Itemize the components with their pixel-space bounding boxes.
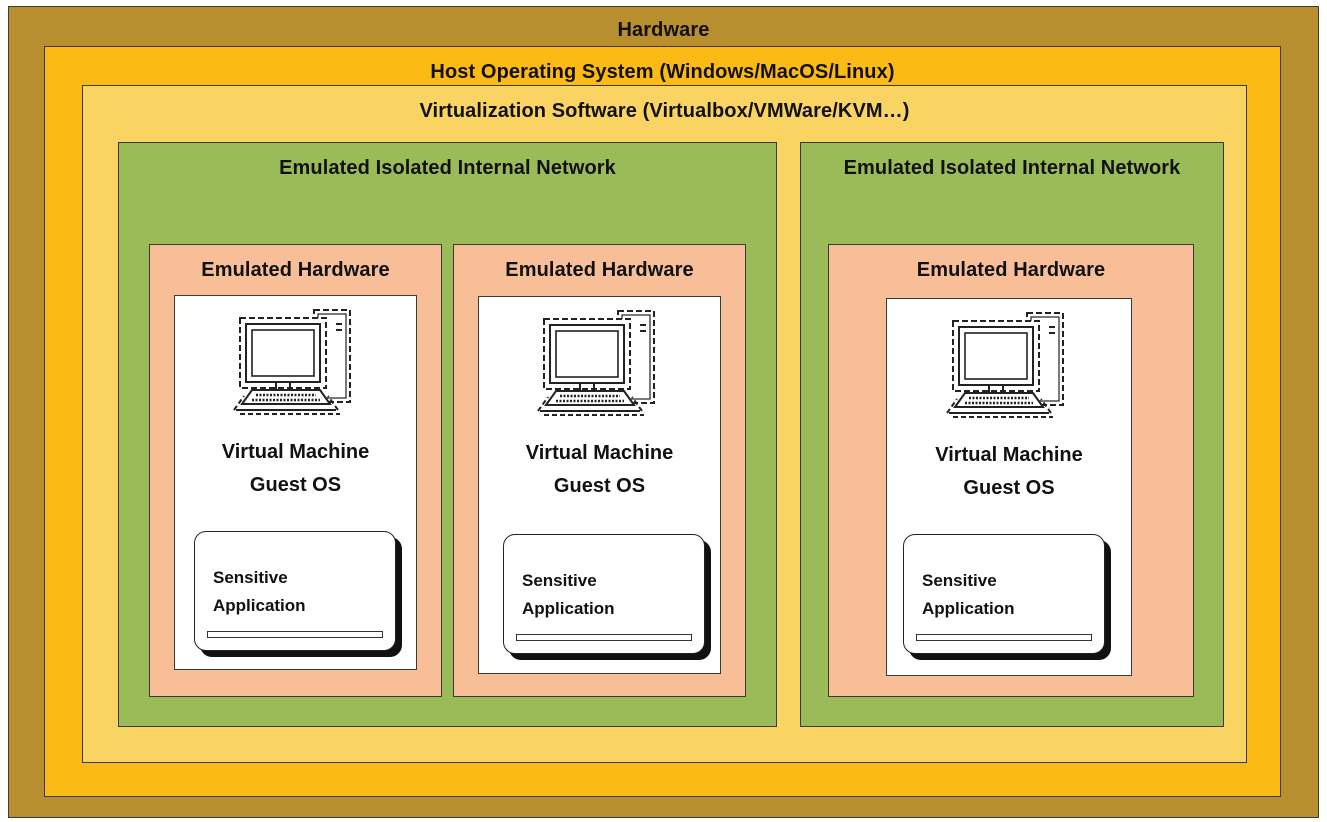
virtual-machine-2: Virtual Machine Guest OS Sensitive Appli… (478, 296, 721, 674)
emulated-hardware-label: Emulated Hardware (201, 259, 390, 281)
emulated-hardware-label: Emulated Hardware (505, 259, 694, 281)
app-label-line2: Application (922, 599, 1015, 618)
hardware-label: Hardware (617, 19, 710, 41)
virtualization-label: Virtualization Software (Virtualbox/VMWa… (419, 100, 910, 122)
computer-icon (232, 308, 351, 416)
network-label: Emulated Isolated Internal Network (279, 157, 616, 179)
vm-title: Virtual Machine (221, 441, 370, 463)
sensitive-application-window: Sensitive Application (903, 534, 1105, 654)
app-label-line1: Sensitive (522, 571, 597, 590)
vm-title: Virtual Machine (935, 444, 1083, 466)
vm-title: Virtual Machine (525, 442, 674, 464)
vm-subtitle: Guest OS (553, 475, 646, 497)
app-label-line2: Application (522, 599, 615, 618)
app-progress-bar (516, 634, 692, 641)
computer-icon (536, 309, 655, 417)
app-progress-bar (916, 634, 1092, 641)
network-label: Emulated Isolated Internal Network (843, 157, 1181, 179)
vm-subtitle: Guest OS (249, 474, 342, 496)
host-os-label: Host Operating System (Windows/MacOS/Lin… (430, 61, 895, 83)
app-label-line2: Application (213, 596, 306, 615)
app-label-line1: Sensitive (213, 568, 288, 587)
app-label-line1: Sensitive (922, 571, 997, 590)
app-progress-bar (207, 631, 383, 638)
computer-icon (945, 311, 1065, 419)
virtual-machine-1: Virtual Machine Guest OS Sensitive Appli… (174, 295, 417, 670)
sensitive-application-window: Sensitive Application (194, 531, 396, 651)
vm-subtitle: Guest OS (963, 477, 1055, 499)
sensitive-application-window: Sensitive Application (503, 534, 705, 654)
emulated-hardware-label: Emulated Hardware (916, 259, 1106, 281)
virtual-machine-3: Virtual Machine Guest OS Sensitive Appli… (886, 298, 1132, 676)
